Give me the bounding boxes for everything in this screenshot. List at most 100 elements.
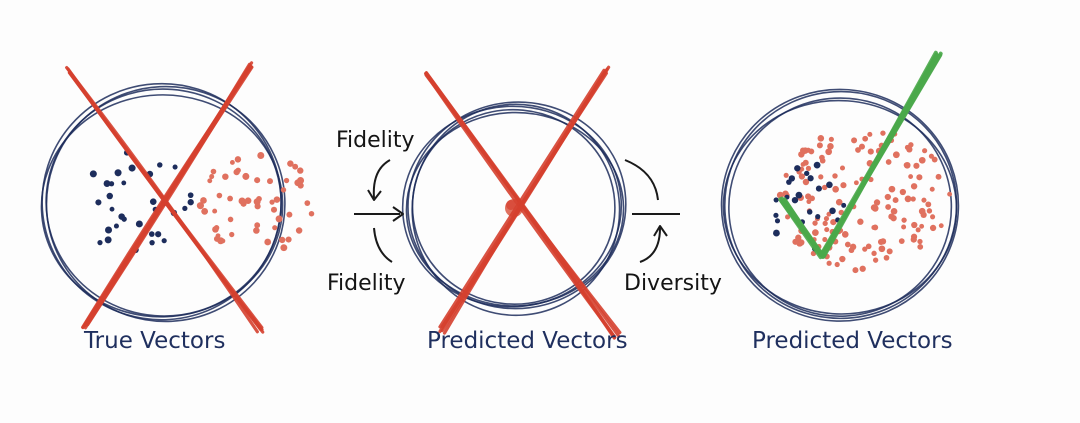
vector-dot bbox=[817, 134, 825, 142]
vector-dot bbox=[286, 211, 293, 218]
panel1-predicted-vector-dots bbox=[196, 152, 315, 252]
vector-dot bbox=[148, 231, 155, 237]
vector-dot bbox=[283, 177, 290, 184]
vector-dot bbox=[235, 167, 241, 174]
panel3-circle bbox=[720, 88, 960, 322]
vector-dot bbox=[304, 200, 311, 206]
vector-dot bbox=[840, 182, 847, 189]
vector-dot bbox=[910, 236, 917, 243]
vector-dot bbox=[878, 245, 886, 253]
vector-dot bbox=[892, 197, 899, 203]
vector-dot bbox=[865, 243, 872, 250]
vector-dot bbox=[872, 257, 879, 263]
curved-stroke-bottom bbox=[373, 227, 393, 263]
vector-dot bbox=[257, 152, 265, 159]
vector-dot bbox=[822, 237, 828, 243]
vector-dot bbox=[242, 172, 250, 180]
vector-dot bbox=[783, 172, 789, 178]
vector-dot bbox=[109, 206, 115, 212]
check-stroke bbox=[782, 52, 939, 259]
vector-dot bbox=[222, 173, 229, 180]
vector-dot bbox=[852, 267, 859, 274]
vector-dot bbox=[812, 229, 819, 236]
vector-dot bbox=[911, 221, 918, 229]
vector-dot bbox=[773, 197, 779, 203]
vector-dot bbox=[872, 224, 879, 231]
vector-dot bbox=[295, 227, 303, 234]
vector-dot bbox=[269, 199, 275, 205]
vector-dot bbox=[227, 195, 233, 202]
vector-dot bbox=[155, 231, 162, 238]
vector-dot bbox=[857, 218, 864, 225]
vector-dot bbox=[899, 188, 907, 196]
circle-stroke bbox=[728, 97, 953, 317]
curved-stroke-top bbox=[624, 159, 659, 201]
vector-dot bbox=[873, 199, 881, 206]
vector-dot bbox=[888, 185, 896, 193]
mark-stroke bbox=[83, 65, 254, 328]
vector-dot bbox=[207, 178, 213, 184]
vector-dot bbox=[273, 196, 281, 203]
vector-dot bbox=[839, 165, 846, 171]
vector-dot bbox=[212, 208, 218, 214]
vector-dot bbox=[798, 173, 806, 180]
vector-dot bbox=[926, 208, 933, 214]
vector-dot bbox=[879, 238, 887, 245]
vector-dot bbox=[829, 207, 836, 215]
vector-dot bbox=[806, 209, 813, 215]
vector-dot bbox=[805, 147, 811, 153]
vector-dot bbox=[908, 174, 914, 179]
vector-dot bbox=[798, 239, 805, 246]
vector-dot bbox=[128, 164, 136, 172]
vector-dot bbox=[227, 216, 234, 223]
vector-dot bbox=[844, 241, 851, 248]
vector-dot bbox=[828, 136, 834, 142]
vector-dot bbox=[855, 147, 861, 153]
vector-dot bbox=[285, 236, 292, 243]
vector-dot bbox=[867, 131, 873, 137]
vector-dot bbox=[931, 156, 938, 163]
vector-dot bbox=[885, 159, 892, 165]
vector-dot bbox=[788, 175, 796, 182]
vector-dot bbox=[830, 218, 837, 226]
vector-dot bbox=[826, 181, 833, 189]
vector-dot bbox=[297, 167, 304, 174]
circle-stroke bbox=[723, 90, 958, 320]
vector-dot bbox=[287, 160, 294, 167]
vector-dot bbox=[200, 197, 207, 204]
vector-dot bbox=[792, 238, 799, 245]
vector-dot bbox=[827, 143, 834, 150]
vector-dot bbox=[819, 154, 825, 161]
vector-dot bbox=[908, 142, 914, 148]
vector-dot bbox=[920, 211, 927, 219]
vector-dot bbox=[806, 199, 812, 205]
vector-dot bbox=[272, 225, 278, 231]
curved-arrow-bottom bbox=[639, 227, 661, 263]
vector-dot bbox=[898, 238, 905, 245]
vector-dot bbox=[149, 239, 155, 246]
vector-dot bbox=[910, 196, 916, 202]
vector-dot bbox=[89, 170, 97, 178]
vector-dot bbox=[113, 223, 119, 229]
vector-dot bbox=[832, 173, 838, 179]
circle-stroke bbox=[411, 108, 616, 305]
vector-dot bbox=[229, 231, 235, 238]
vector-dot bbox=[929, 186, 935, 192]
vector-dot bbox=[880, 130, 886, 136]
mark-stroke bbox=[438, 68, 606, 329]
vector-dot bbox=[105, 226, 113, 234]
vector-dot bbox=[95, 199, 102, 206]
vector-dot bbox=[280, 244, 288, 252]
vector-dot bbox=[917, 244, 924, 250]
vector-dot bbox=[848, 247, 855, 254]
vector-dot bbox=[841, 231, 849, 238]
curved-arrow-top-head bbox=[367, 189, 382, 201]
vector-dot bbox=[853, 180, 859, 186]
vector-dot bbox=[270, 206, 278, 213]
vector-dot bbox=[890, 207, 898, 215]
mark-stroke bbox=[440, 65, 611, 329]
vector-dot bbox=[791, 196, 799, 204]
fidelity-label-bottom: Fidelity bbox=[327, 271, 406, 296]
vector-dot bbox=[859, 265, 866, 272]
vector-dot bbox=[802, 159, 809, 166]
